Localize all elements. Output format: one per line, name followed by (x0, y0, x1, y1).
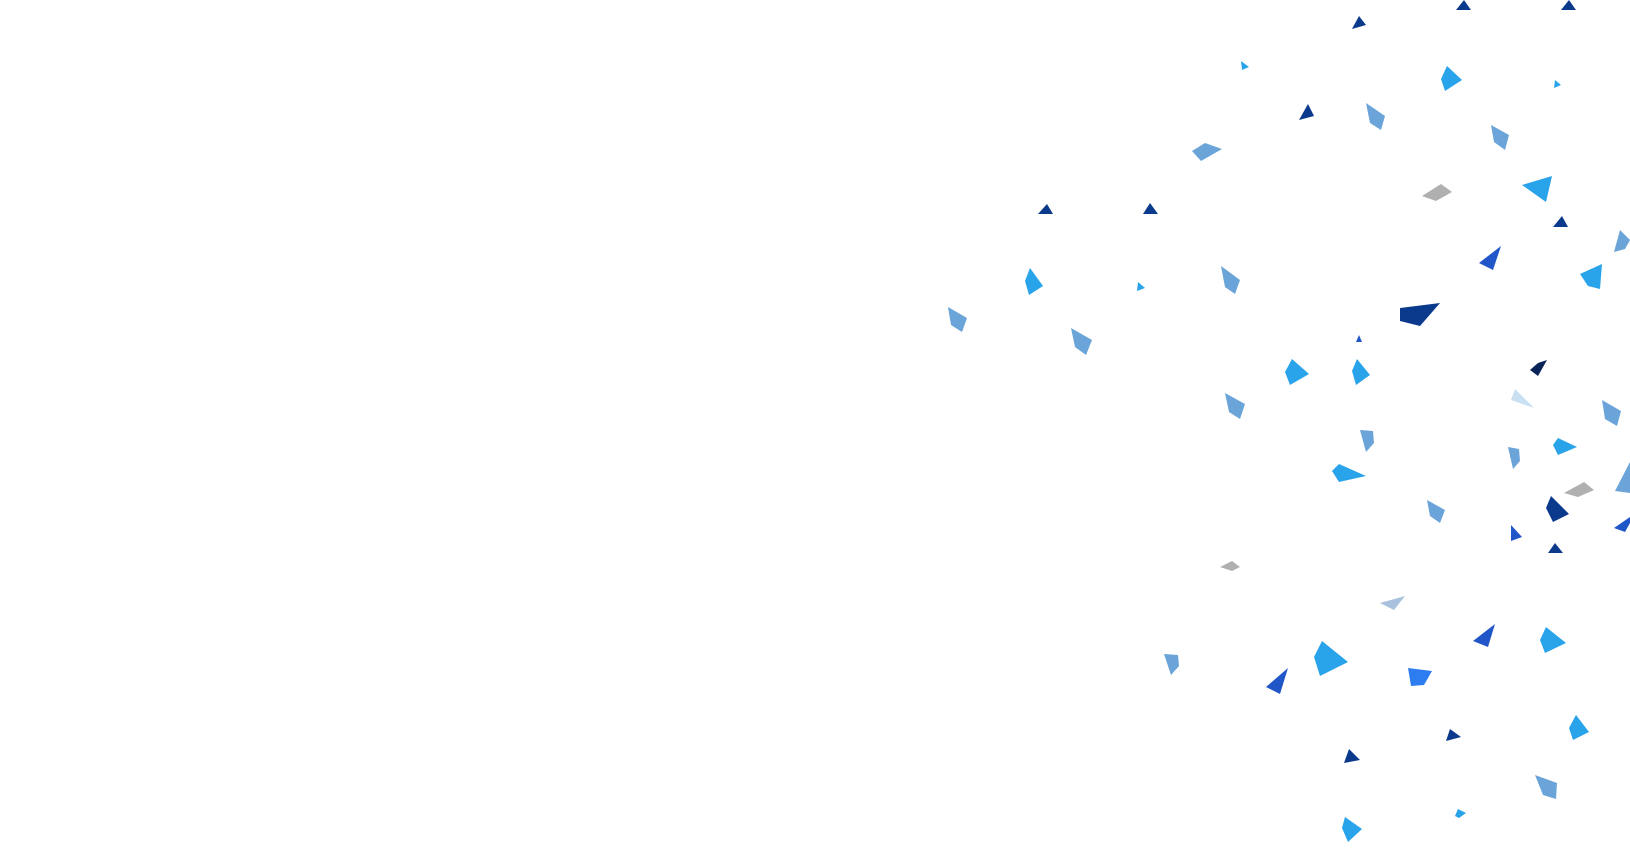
confetti-piece (1615, 462, 1630, 493)
confetti-piece (1241, 61, 1249, 70)
confetti-piece (1479, 246, 1501, 270)
confetti-piece (1071, 328, 1092, 355)
confetti-piece (1285, 359, 1309, 385)
confetti-piece (1427, 500, 1445, 523)
confetti-piece (1456, 0, 1471, 10)
confetti-piece (1025, 268, 1043, 295)
confetti-piece (1344, 749, 1360, 763)
confetti-piece (1137, 282, 1145, 291)
confetti-piece (1491, 125, 1509, 150)
confetti-piece (1546, 496, 1569, 522)
confetti-piece (1356, 335, 1362, 342)
confetti-piece (1400, 303, 1440, 326)
confetti-piece (1508, 447, 1520, 469)
confetti-piece (1614, 230, 1630, 252)
confetti-piece (1360, 430, 1374, 452)
confetti-piece (1225, 393, 1245, 419)
confetti-piece (1422, 184, 1452, 201)
confetti-piece (1332, 464, 1366, 482)
confetti-piece (1164, 654, 1179, 675)
confetti-piece (1441, 66, 1462, 91)
confetti-piece (1352, 359, 1370, 385)
confetti-piece (1408, 668, 1432, 686)
confetti-piece (1522, 176, 1552, 202)
confetti-piece (1602, 400, 1621, 426)
confetti-piece (1342, 817, 1362, 842)
confetti-piece (1352, 16, 1366, 29)
confetti-piece (1511, 525, 1522, 541)
confetti-piece (1540, 627, 1566, 653)
confetti-piece (1220, 561, 1240, 571)
confetti-piece (1446, 729, 1461, 741)
confetti-piece (1473, 624, 1495, 647)
confetti-piece (1614, 517, 1630, 532)
confetti-piece (1366, 103, 1385, 130)
confetti-piece (948, 307, 967, 332)
confetti-piece (1299, 104, 1314, 120)
confetti-piece (1580, 264, 1602, 289)
confetti-piece (1569, 715, 1589, 740)
confetti-piece (1530, 360, 1547, 376)
confetti-piece (1143, 203, 1158, 214)
confetti-piece (1192, 143, 1222, 161)
confetti-piece (1553, 438, 1577, 455)
confetti-piece (1221, 266, 1240, 294)
confetti-piece (1561, 0, 1576, 10)
confetti-piece (1548, 543, 1563, 553)
confetti-piece (1564, 482, 1594, 497)
confetti-piece (1314, 641, 1348, 676)
confetti-piece (1554, 80, 1561, 88)
confetti-piece (1038, 204, 1053, 214)
confetti-piece (1266, 668, 1288, 694)
confetti-piece (1380, 596, 1405, 610)
confetti-piece (1511, 389, 1534, 408)
confetti-piece (1553, 216, 1568, 227)
confetti-piece (1535, 775, 1557, 799)
confetti-piece (1455, 809, 1466, 818)
